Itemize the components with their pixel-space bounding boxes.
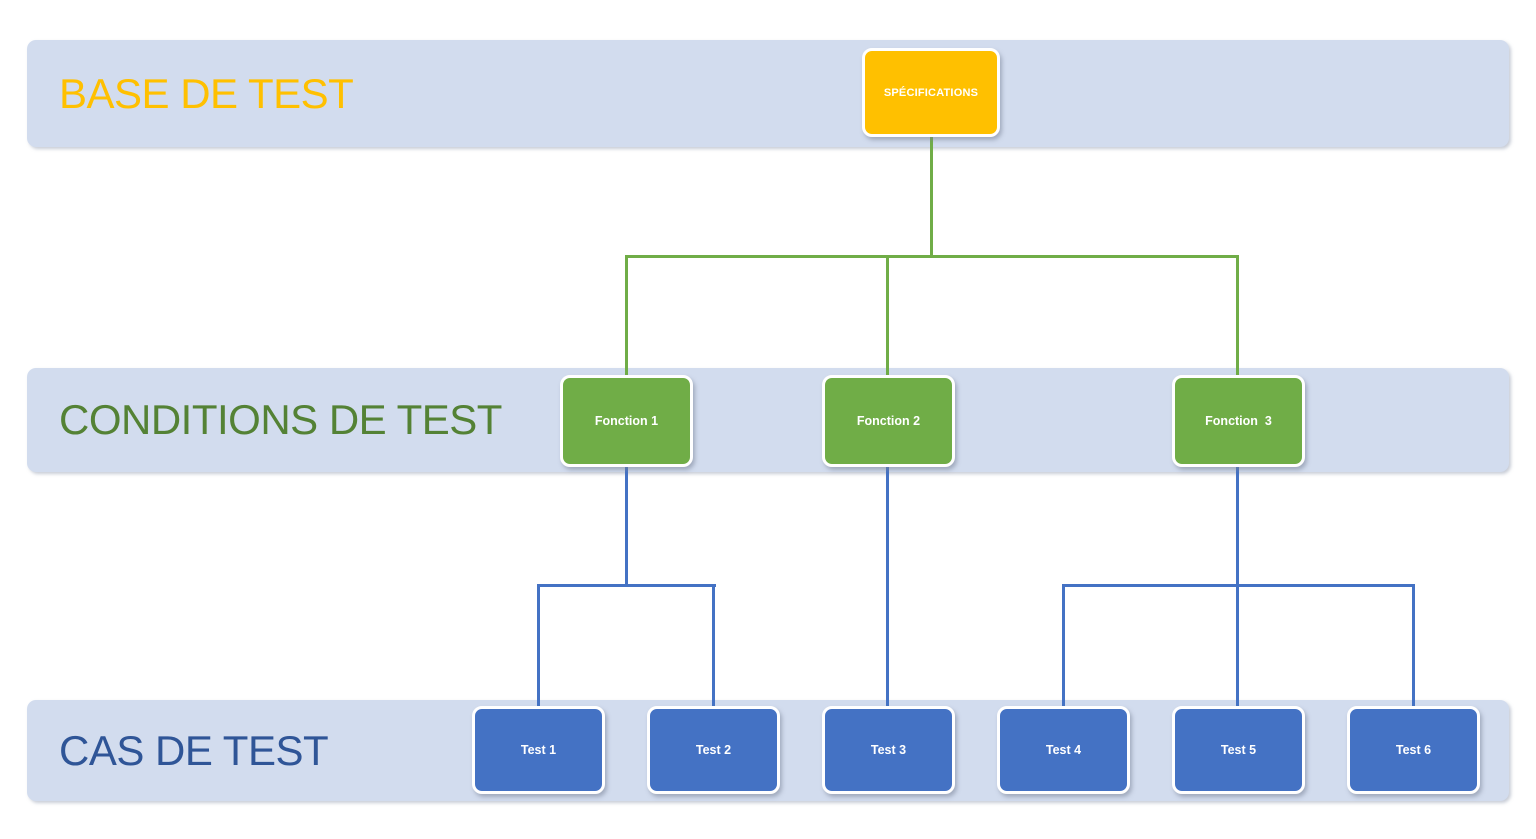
- edge-fonctions-bus: [625, 255, 1239, 258]
- node-test-1: Test 1: [472, 706, 605, 794]
- edge-tests-1-2-bus: [537, 584, 716, 587]
- node-test-3-label: Test 3: [870, 743, 907, 757]
- edge-fonction2-stem: [886, 467, 889, 706]
- node-test-6-label: Test 6: [1395, 743, 1432, 757]
- node-test-2-label: Test 2: [695, 743, 732, 757]
- edge-fonction3-riser: [1236, 255, 1239, 375]
- node-test-4-label: Test 4: [1045, 743, 1082, 757]
- edge-test1-drop: [537, 584, 540, 706]
- node-test-3: Test 3: [822, 706, 955, 794]
- node-specifications: SPÉCIFICATIONS: [862, 48, 1000, 137]
- band-title-cas-de-test: CAS DE TEST: [59, 726, 329, 774]
- node-fonction-2: Fonction 2: [822, 375, 955, 467]
- band-title-base-de-test: BASE DE TEST: [59, 69, 354, 117]
- edge-test5-drop: [1236, 584, 1239, 706]
- edge-spec-stem: [930, 137, 933, 258]
- node-test-1-label: Test 1: [520, 743, 557, 757]
- node-fonction-1-label: Fonction 1: [594, 414, 659, 428]
- node-fonction-1: Fonction 1: [560, 375, 693, 467]
- node-fonction-2-label: Fonction 2: [856, 414, 921, 428]
- band-title-conditions-de-test: CONDITIONS DE TEST: [59, 396, 502, 443]
- edge-fonction1-stem: [625, 467, 628, 587]
- node-fonction-3: Fonction 3: [1172, 375, 1305, 467]
- node-test-4: Test 4: [997, 706, 1130, 794]
- node-test-5: Test 5: [1172, 706, 1305, 794]
- edge-test2-drop: [712, 584, 715, 706]
- edge-test4-drop: [1062, 584, 1065, 706]
- node-test-2: Test 2: [647, 706, 780, 794]
- node-specifications-label: SPÉCIFICATIONS: [883, 86, 979, 99]
- node-fonction-3-label: Fonction 3: [1205, 414, 1272, 428]
- edge-test6-drop: [1412, 584, 1415, 706]
- edge-fonction3-stem: [1236, 467, 1239, 587]
- edge-fonction1-riser: [625, 255, 628, 375]
- edge-fonction2-riser: [886, 255, 889, 375]
- band-base-de-test: BASE DE TEST: [27, 40, 1509, 147]
- node-test-6: Test 6: [1347, 706, 1480, 794]
- node-test-5-label: Test 5: [1220, 743, 1257, 757]
